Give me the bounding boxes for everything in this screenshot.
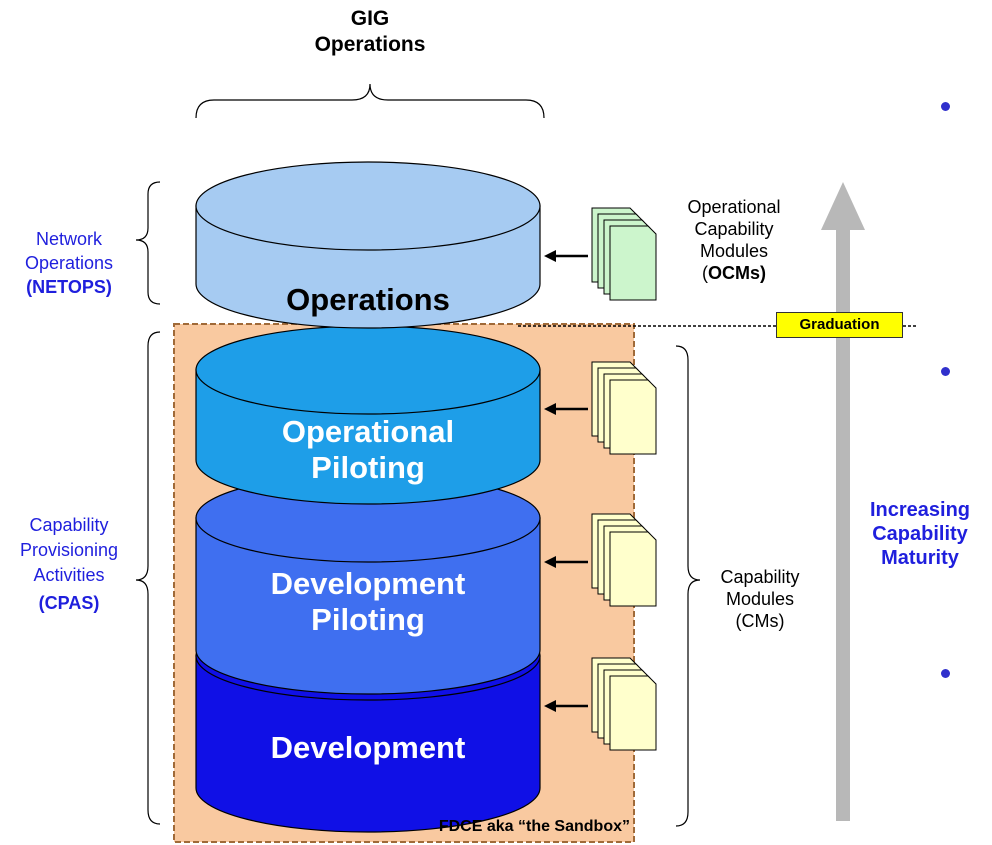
- arrow-into-operational-piloting: [544, 403, 588, 415]
- cm-documents-icon-2: [591, 513, 657, 607]
- top-brace: [195, 83, 545, 119]
- cpas-brace: [135, 331, 161, 825]
- cpas-line-1: Capability: [29, 515, 109, 535]
- sandbox-label: FDCE aka “the Sandbox”: [438, 818, 630, 835]
- ocm-documents-icon: [591, 207, 657, 301]
- netops-line-1: Network: [35, 229, 102, 249]
- disk-operations: [195, 161, 541, 329]
- cpas-abbr: (CPAS): [38, 593, 100, 613]
- bullet-dot-2: [941, 367, 950, 376]
- cm-documents-icon-1: [591, 361, 657, 455]
- ocm-label: Operational Capability Modules (OCMs): [687, 197, 781, 283]
- netops-abbr: (NETOPS): [26, 277, 112, 297]
- cm-brace: [675, 345, 701, 827]
- title-line-1: GIG: [350, 7, 390, 30]
- disk-operational-piloting: [195, 325, 541, 505]
- bullet-dot-1: [941, 102, 950, 111]
- bullet-dot-3: [941, 669, 950, 678]
- cm-documents-icon-3: [591, 657, 657, 751]
- cpas-line-2: Provisioning: [19, 540, 119, 560]
- arrow-into-development-piloting: [544, 556, 588, 568]
- netops-line-2: Operations: [24, 253, 114, 273]
- layer-label-development: Development: [270, 730, 466, 765]
- arrow-into-development: [544, 700, 588, 712]
- cm-label: Capability Modules (CMs): [720, 567, 800, 631]
- netops-brace: [135, 181, 161, 305]
- cpas-label: Capability Provisioning Activities (CPAS…: [4, 514, 134, 614]
- layer-label-operational-piloting: Operational Piloting: [281, 414, 455, 485]
- cpas-line-3: Activities: [33, 565, 105, 585]
- netops-label: Network Operations (NETOPS): [4, 228, 134, 298]
- maturity-label: Increasing Capability Maturity: [869, 499, 971, 569]
- layer-label-operations: Operations: [286, 282, 450, 317]
- maturity-arrow: [821, 182, 865, 821]
- title-line-2: Operations: [314, 33, 426, 56]
- graduation-box: Graduation: [776, 312, 903, 338]
- arrow-into-operations: [544, 250, 588, 262]
- layer-label-development-piloting: Development Piloting: [270, 566, 466, 637]
- gig-operations-title: GIG Operations: [280, 6, 460, 58]
